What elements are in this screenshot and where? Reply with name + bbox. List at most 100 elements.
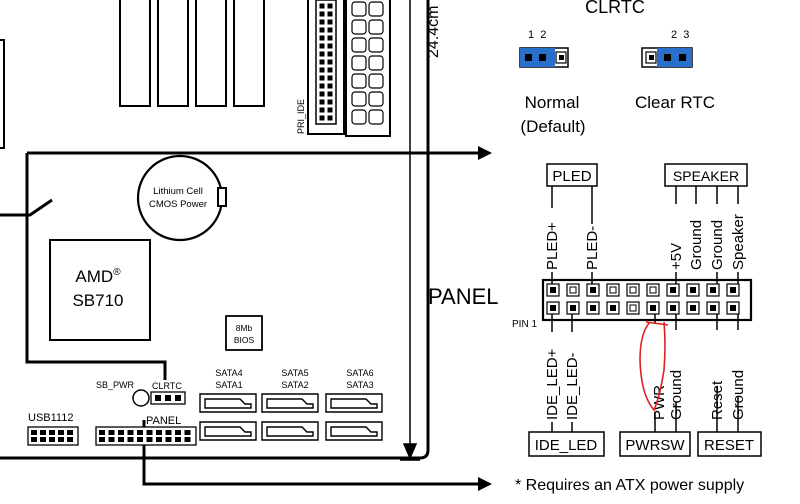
sata-connector [199,393,257,413]
board-panel-pin [137,430,143,435]
panel-top-pin-label: PLED- [584,226,601,270]
atx-pin [368,19,384,35]
usb-label: USB1112 [28,412,73,424]
battery-label-2: CMOS Power [149,199,207,210]
board-panel-header [95,426,197,446]
panel-pin-core [629,286,637,294]
board-clrtc-label: CLRTC [152,381,182,391]
panel-bottom-pin-label: Ground [730,370,747,420]
board-panel-pin [99,437,105,442]
bios-chip [225,315,263,351]
atx-pin [368,1,384,17]
board-panel-pin [165,430,172,435]
ide-pin [319,43,325,49]
normal-sub: (Default) [520,117,585,136]
atx-pin [351,37,367,53]
speaker-box [664,163,748,187]
reset-box [697,431,762,457]
board-panel-label: PANEL [146,415,181,427]
panel-bottom-pin-label: Ground [668,370,685,420]
ide-pin [319,67,325,73]
pin1-label: PIN 1 [512,319,537,330]
board-panel-pin [175,430,181,435]
pwrsw-box [619,431,691,457]
atx-pin [351,73,367,89]
sata-connector [199,421,257,441]
chipset-brand: AMD® [75,267,121,286]
ide-pin [319,83,325,89]
panel-title: PANEL [428,284,499,309]
atx-pin [351,55,367,71]
arrow-to-footnote [478,477,492,491]
ide-pin [319,3,325,9]
usb-pin [58,430,64,435]
board-panel-header-body [95,426,197,446]
panel-pin-core [550,305,556,311]
panel-pin-core [569,286,577,294]
ide-pin [327,83,333,89]
ide-pin [319,59,325,65]
ide-pin [319,19,325,25]
usb-pin [49,430,55,435]
clear-label: Clear RTC [635,93,715,112]
atx-pin [351,19,367,35]
board-panel-pin [99,430,105,435]
usb-pin [31,430,37,435]
ide-pin [327,35,333,41]
sata-connector [325,393,383,413]
board-panel-pin [118,437,124,442]
ide-pin [327,75,333,81]
usb-pin [31,437,37,442]
panel-pin-core [629,304,637,312]
motherboard-outline [0,0,430,460]
panel-pin-header [541,278,753,322]
panel-top-pin-label: +5V [668,243,685,270]
ide-pin [327,43,333,49]
ide-pin [319,99,325,105]
panel-bottom-pin-label: PWR [651,385,668,420]
clrtc-title: CLRTC [585,0,645,17]
pled-box-label: PLED [552,168,591,185]
panel-bottom-pin-label: IDE_LED+ [544,348,561,420]
arrow-to-clrtc [478,146,492,160]
ide-pin [319,27,325,33]
panel-pin-core [690,305,696,311]
panel-pin-core [690,287,696,293]
board-panel-pin [184,430,191,435]
pwrsw-box-label: PWRSW [625,437,685,454]
dimension-label: 24.4cm [425,6,442,58]
ide-pin [327,59,333,65]
board-panel-pin [165,437,172,442]
normal-pin-numbers: 1 2 [528,29,546,41]
ide-pin [327,115,333,121]
atx-pin [368,73,384,89]
sata-label-top: SATA6 [346,368,373,378]
atx-pin [351,91,367,107]
board-panel-pin [175,437,181,442]
board-panel-pin [118,430,124,435]
ide-pin [327,11,333,17]
usb-header [27,426,79,446]
ide-pin [319,75,325,81]
panel-pin-core [590,287,596,293]
chipset [49,239,151,341]
atx-pin [351,109,367,125]
board-panel-pin [146,430,153,435]
usb-pin [40,437,46,442]
panel-pin-core [730,305,736,311]
ide-pin [319,51,325,57]
panel-pin-core [670,287,676,293]
panel-pin-core [590,305,596,311]
pled-box [546,163,598,187]
ide-pin [327,99,333,105]
board-panel-pin [108,430,115,435]
pri-ide-connector [307,0,345,135]
normal-label: Normal [525,93,580,112]
dimension-arrow [400,0,420,461]
clear-jumper [641,47,693,68]
ide-pin [319,35,325,41]
panel-top-pin-label: Speaker [730,214,747,270]
ide-pin [327,91,333,97]
ide-led-box [528,431,605,457]
